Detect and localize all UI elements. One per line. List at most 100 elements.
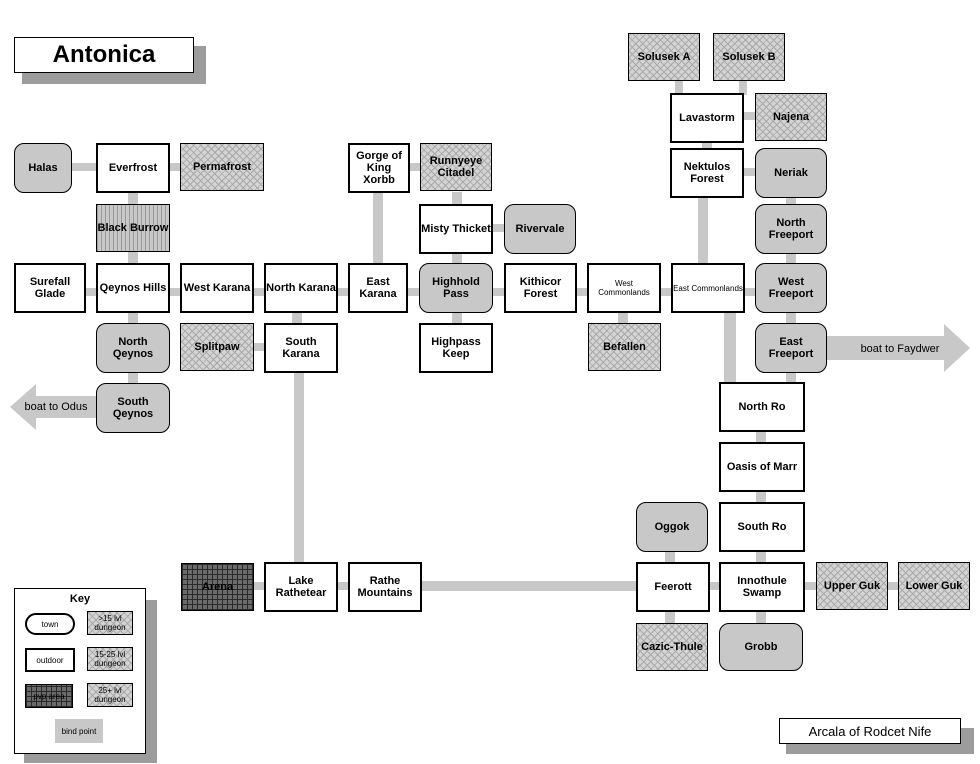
connector xyxy=(756,490,766,504)
connector xyxy=(675,80,683,95)
zone-oasis-of-marr[interactable]: Oasis of Marr xyxy=(719,442,805,492)
connector xyxy=(406,288,422,296)
zone-north-freeport[interactable]: North Freeport xyxy=(755,204,827,254)
zone-oggok[interactable]: Oggok xyxy=(636,502,708,552)
connector xyxy=(786,196,796,208)
zone-halas[interactable]: Halas xyxy=(14,143,72,193)
connector xyxy=(756,430,766,444)
zone-arena[interactable]: Arena xyxy=(181,563,254,611)
connector xyxy=(743,288,757,296)
connector xyxy=(336,288,350,296)
connector xyxy=(252,582,266,590)
boat-to-odus-arrow[interactable]: boat to Odus xyxy=(10,384,100,430)
zone-rathe-mountains[interactable]: Rathe Mountains xyxy=(348,562,422,612)
zone-neriak[interactable]: Neriak xyxy=(755,148,827,198)
zone-misty-thicket[interactable]: Misty Thicket xyxy=(419,204,493,254)
connector xyxy=(168,163,182,171)
connector xyxy=(128,372,138,384)
zone-south-qeynos[interactable]: South Qeynos xyxy=(96,383,170,433)
connector xyxy=(252,343,266,351)
author-credit: Arcala of Rodcet Nife xyxy=(779,718,961,744)
connector xyxy=(128,192,138,204)
key-dungeon-25: 25+ lvl dungeon xyxy=(87,683,133,707)
zone-lavastorm[interactable]: Lavastorm xyxy=(670,93,744,143)
key-town: town xyxy=(25,613,75,635)
connector xyxy=(698,196,708,264)
zone-south-ro[interactable]: South Ro xyxy=(719,502,805,552)
zone-upper-guk[interactable]: Upper Guk xyxy=(816,562,888,610)
key-outdoor: outdoor xyxy=(25,648,75,672)
connector xyxy=(665,610,675,624)
zone-surefall-glade[interactable]: Surefall Glade xyxy=(14,263,86,313)
zone-solusek-a[interactable]: Solusek A xyxy=(628,33,700,81)
zone-west-karana[interactable]: West Karana xyxy=(180,263,254,313)
zone-feerott[interactable]: Feerott xyxy=(636,562,710,612)
key-dungeon-15-25: 15-25 lvl dungeon xyxy=(87,647,133,671)
zone-qeynos-hills[interactable]: Qeynos Hills xyxy=(96,263,170,313)
connector xyxy=(659,288,673,296)
connector xyxy=(128,252,138,264)
zone-rivervale[interactable]: Rivervale xyxy=(504,204,576,254)
map-title: Antonica xyxy=(14,37,194,73)
zone-everfrost[interactable]: Everfrost xyxy=(96,143,170,193)
connector xyxy=(786,372,796,384)
zone-north-qeynos[interactable]: North Qeynos xyxy=(96,323,170,373)
connector xyxy=(739,80,747,95)
zone-lower-guk[interactable]: Lower Guk xyxy=(898,562,970,610)
connector xyxy=(420,581,638,591)
connector xyxy=(408,163,420,171)
boat-to-odus-label: boat to Odus xyxy=(25,401,88,413)
connector xyxy=(756,610,766,624)
connector xyxy=(742,112,756,120)
connector xyxy=(804,582,818,590)
zone-highhold-pass[interactable]: Highhold Pass xyxy=(419,263,493,313)
connector xyxy=(168,288,182,296)
zone-gorge-of-king-xorbb[interactable]: Gorge of King Xorbb xyxy=(348,143,410,193)
connector xyxy=(786,252,796,264)
zone-lake-rathetear[interactable]: Lake Rathetear xyxy=(264,562,338,612)
connector xyxy=(252,288,266,296)
key-bind-point: bind point xyxy=(55,719,103,743)
zone-innothule-swamp[interactable]: Innothule Swamp xyxy=(719,562,805,612)
zone-runnyeye-citadel[interactable]: Runnyeye Citadel xyxy=(420,143,492,191)
zone-north-karana[interactable]: North Karana xyxy=(264,263,338,313)
zone-west-commonlands[interactable]: West Commonlands xyxy=(587,263,661,313)
zone-highpass-keep[interactable]: Highpass Keep xyxy=(419,323,493,373)
zone-black-burrow[interactable]: Black Burrow xyxy=(96,204,170,252)
zone-north-ro[interactable]: North Ro xyxy=(719,382,805,432)
connector xyxy=(128,312,138,324)
zone-nektulos-forest[interactable]: Nektulos Forest xyxy=(670,148,744,198)
connector xyxy=(294,372,304,564)
zone-east-freeport[interactable]: East Freeport xyxy=(755,323,827,373)
zone-west-freeport[interactable]: West Freeport xyxy=(755,263,827,313)
connector xyxy=(756,550,766,564)
key-pvp: pvp area xyxy=(25,684,73,708)
map-key: Key town >15 lvl dungeon outdoor 15-25 l… xyxy=(14,588,146,754)
zone-befallen[interactable]: Befallen xyxy=(588,323,661,371)
zone-south-karana[interactable]: South Karana xyxy=(264,323,338,373)
zone-najena[interactable]: Najena xyxy=(755,93,827,141)
connector xyxy=(724,312,736,384)
zone-kithicor-forest[interactable]: Kithicor Forest xyxy=(504,263,577,313)
connector xyxy=(84,288,98,296)
connector xyxy=(665,550,675,564)
connector xyxy=(452,192,462,204)
zone-cazic-thule[interactable]: Cazic-Thule xyxy=(636,623,708,671)
connector xyxy=(702,141,712,151)
connector xyxy=(70,163,98,171)
zone-east-karana[interactable]: East Karana xyxy=(348,263,408,313)
zone-splitpaw[interactable]: Splitpaw xyxy=(180,323,254,371)
boat-to-faydwer-label: boat to Faydwer xyxy=(861,343,940,355)
zone-solusek-b[interactable]: Solusek B xyxy=(713,33,785,81)
key-dungeon-15: >15 lvl dungeon xyxy=(87,611,133,635)
zone-east-commonlands[interactable]: East Commonlands xyxy=(671,263,745,313)
key-title: Key xyxy=(69,593,91,605)
connector xyxy=(292,312,302,324)
zone-grobb[interactable]: Grobb xyxy=(719,623,803,671)
zone-permafrost[interactable]: Permafrost xyxy=(180,143,264,191)
connector xyxy=(490,224,506,232)
boat-to-faydwer-arrow[interactable]: boat to Faydwer xyxy=(826,324,972,372)
connector xyxy=(373,192,383,264)
connector xyxy=(452,312,462,324)
connector xyxy=(452,252,462,264)
